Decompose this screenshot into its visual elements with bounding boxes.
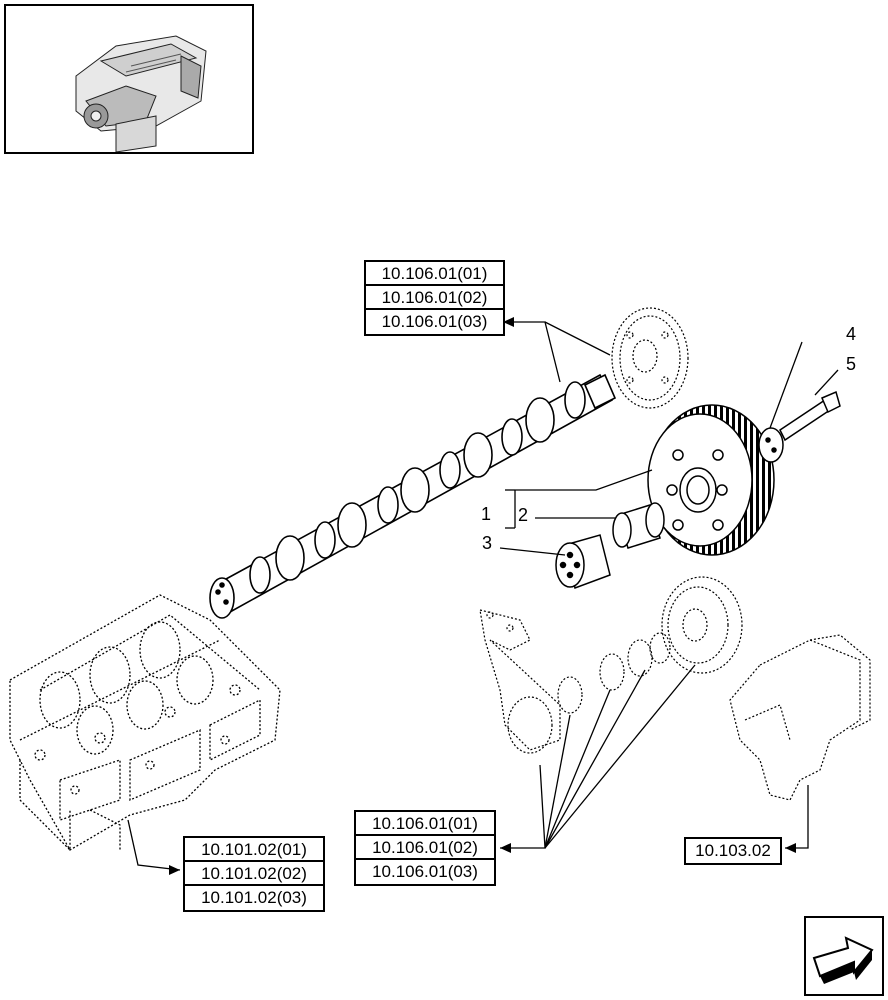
washer [758, 427, 784, 463]
next-page-arrow-icon [812, 936, 874, 984]
ref-link[interactable]: 10.106.01(01) [356, 812, 494, 836]
cylinder-head [9, 594, 281, 852]
ref-group-top: 10.106.01(01) 10.106.01(02) 10.106.01(03… [364, 260, 505, 336]
ref-crankshaft: 10.103.02 [684, 837, 782, 865]
ref-link[interactable]: 10.101.02(03) [201, 888, 307, 907]
crank-gear-dotted [661, 576, 743, 674]
ref-link[interactable]: 10.103.02 [695, 841, 771, 860]
leader-arrows [169, 317, 796, 875]
ref-link[interactable]: 10.106.01(03) [372, 862, 478, 881]
bushing [612, 502, 665, 549]
ref-link[interactable]: 10.106.01(03) [381, 312, 488, 331]
callout-2: 2 [518, 505, 529, 525]
ref-link[interactable]: 10.106.01(01) [366, 262, 503, 286]
camshaft [209, 373, 617, 619]
callout-3: 3 [482, 533, 493, 553]
crankshaft [729, 634, 871, 801]
idler-gear [647, 404, 775, 556]
callout-5: 5 [846, 354, 857, 374]
pin [555, 534, 611, 589]
callout-4: 4 [846, 324, 857, 344]
next-page-button[interactable] [804, 916, 884, 996]
ref-link[interactable]: 10.101.02(01) [185, 838, 323, 862]
ref-link[interactable]: 10.106.01(02) [356, 836, 494, 860]
connecting-rod [479, 609, 561, 754]
ref-group-bottom-left: 10.101.02(01) 10.101.02(02) 10.101.02(03… [183, 836, 325, 912]
callout-1: 1 [481, 504, 492, 524]
ref-link[interactable]: 10.106.01(02) [366, 286, 503, 310]
engine-thumbnail-icon [75, 35, 207, 153]
camshaft-gear-dotted [611, 307, 689, 409]
engine-thumbnail [4, 4, 254, 154]
bearing-rings [557, 632, 671, 714]
ref-link[interactable]: 10.101.02(02) [185, 862, 323, 886]
leader-lines [127, 321, 839, 871]
bolt [779, 390, 841, 442]
ref-group-bottom-middle: 10.106.01(01) 10.106.01(02) 10.106.01(03… [354, 810, 496, 886]
